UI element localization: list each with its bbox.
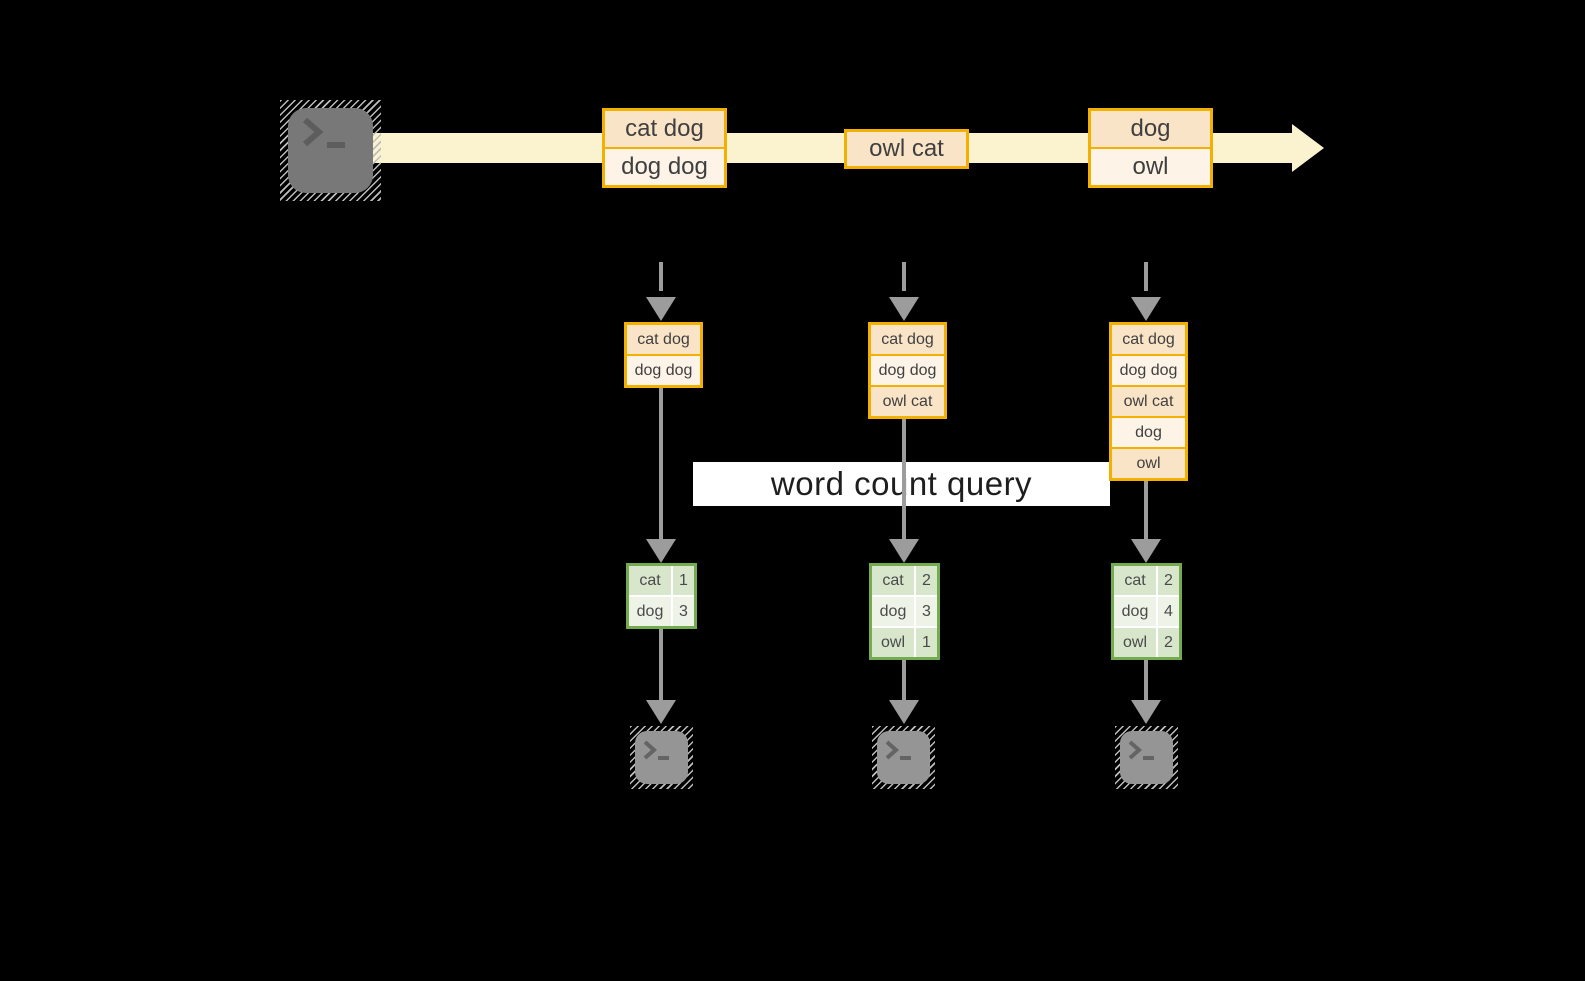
- snapshot-cell: dog dog: [871, 356, 944, 385]
- stream-event-cell: owl: [1091, 149, 1210, 185]
- result-word-cell: cat: [629, 566, 671, 595]
- snapshot-cell: owl: [1112, 449, 1185, 478]
- result-table-1: cat 1 dog 3: [626, 563, 697, 629]
- stream-event-box-2: owl cat: [844, 129, 969, 169]
- stream-arrow-head: [1292, 124, 1324, 172]
- query-arrow-line-2: [902, 419, 906, 539]
- result-word-cell: cat: [872, 566, 914, 595]
- result-count-cell: 3: [916, 597, 937, 626]
- stream-event-cell: cat dog: [605, 111, 724, 147]
- query-arrow-line-3: [1144, 481, 1148, 539]
- result-word-cell: dog: [629, 597, 671, 626]
- stream-event-cell: dog dog: [605, 149, 724, 185]
- snapshot-cell: dog: [1112, 418, 1185, 447]
- result-word-cell: dog: [1114, 597, 1156, 626]
- source-terminal: [280, 100, 381, 201]
- output-arrow-line-1: [659, 629, 663, 701]
- result-table-3: cat 2 dog 4 owl 2: [1111, 563, 1182, 660]
- stream-event-box-3: dog owl: [1088, 108, 1213, 188]
- ingest-arrow-head-2: [889, 297, 919, 321]
- terminal-icon: [288, 108, 373, 193]
- ingest-arrow-dash-3: [1144, 262, 1148, 291]
- sink-terminal-1: [630, 726, 693, 789]
- terminal-prompt-icon: [1128, 740, 1154, 760]
- snapshot-cell: dog dog: [1112, 356, 1185, 385]
- output-arrow-line-2: [902, 660, 906, 701]
- snapshot-stack-1: cat dog dog dog: [624, 322, 703, 388]
- result-word-cell: dog: [872, 597, 914, 626]
- snapshot-cell: owl cat: [871, 387, 944, 416]
- query-band: word count query: [693, 462, 1110, 506]
- stream-event-cell: dog: [1091, 111, 1210, 147]
- snapshot-cell: dog dog: [627, 356, 700, 385]
- snapshot-cell: cat dog: [627, 325, 700, 354]
- query-arrow-head-3: [1131, 539, 1161, 563]
- output-arrow-line-3: [1144, 660, 1148, 701]
- snapshot-cell: cat dog: [871, 325, 944, 354]
- result-count-cell: 1: [916, 628, 937, 657]
- result-word-cell: cat: [1114, 566, 1156, 595]
- ingest-arrow-head-1: [646, 297, 676, 321]
- query-label: word count query: [770, 465, 1033, 502]
- terminal-icon: [1120, 731, 1173, 784]
- sink-terminal-3: [1115, 726, 1178, 789]
- stream-event-cell: owl cat: [847, 132, 966, 166]
- result-count-cell: 2: [1158, 628, 1179, 657]
- terminal-icon: [635, 731, 688, 784]
- terminal-prompt-icon: [643, 740, 669, 760]
- result-word-cell: owl: [1114, 628, 1156, 657]
- ingest-arrow-dash-2: [902, 262, 906, 291]
- result-count-cell: 1: [673, 566, 694, 595]
- result-word-cell: owl: [872, 628, 914, 657]
- result-count-cell: 2: [916, 566, 937, 595]
- ingest-arrow-dash-1: [659, 262, 663, 291]
- query-arrow-head-1: [646, 539, 676, 563]
- output-arrow-head-3: [1131, 700, 1161, 724]
- result-table-2: cat 2 dog 3 owl 1: [869, 563, 940, 660]
- snapshot-cell: cat dog: [1112, 325, 1185, 354]
- terminal-prompt-icon: [885, 740, 911, 760]
- sink-terminal-2: [872, 726, 935, 789]
- result-count-cell: 4: [1158, 597, 1179, 626]
- ingest-arrow-head-3: [1131, 297, 1161, 321]
- result-count-cell: 3: [673, 597, 694, 626]
- snapshot-stack-3: cat dog dog dog owl cat dog owl: [1109, 322, 1188, 481]
- query-arrow-line-1: [659, 388, 663, 539]
- terminal-prompt-icon: [303, 117, 345, 148]
- result-count-cell: 2: [1158, 566, 1179, 595]
- snapshot-stack-2: cat dog dog dog owl cat: [868, 322, 947, 419]
- snapshot-cell: owl cat: [1112, 387, 1185, 416]
- stream-event-box-1: cat dog dog dog: [602, 108, 727, 188]
- query-arrow-head-2: [889, 539, 919, 563]
- output-arrow-head-2: [889, 700, 919, 724]
- output-arrow-head-1: [646, 700, 676, 724]
- terminal-icon: [877, 731, 930, 784]
